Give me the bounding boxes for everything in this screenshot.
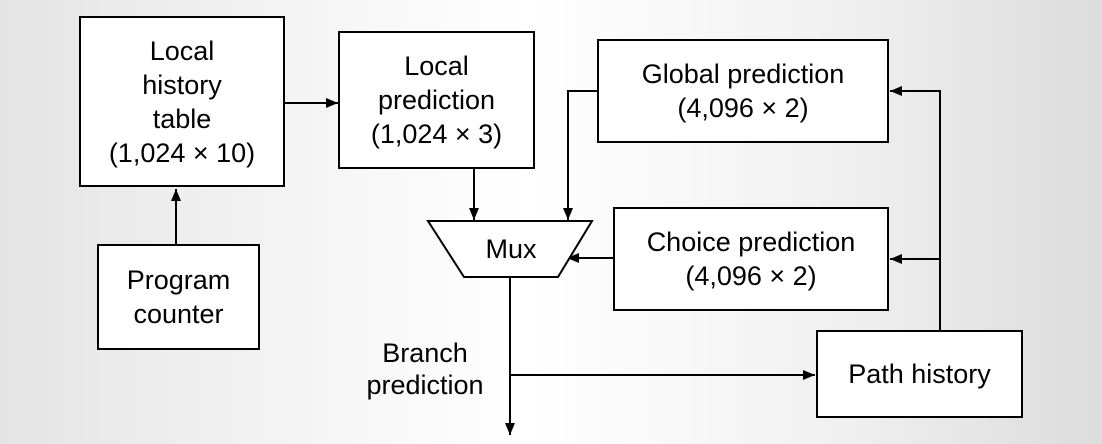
choice-prediction-box: Choice prediction (4,096 × 2) <box>613 207 889 311</box>
global-prediction-box: Global prediction (4,096 × 2) <box>597 39 889 143</box>
branch-prediction-label: Branch prediction <box>366 338 484 400</box>
arrow-global-prediction-to-mux <box>563 90 598 220</box>
local-prediction-label: Local prediction (1,024 × 3) <box>370 51 503 149</box>
mux-label: Mux <box>485 234 537 264</box>
global-prediction-label: Global prediction (4,096 × 2) <box>641 59 845 123</box>
program-counter-label: Program counter <box>126 265 231 329</box>
path-history-label: Path history <box>848 359 991 389</box>
local-prediction-box: Local prediction (1,024 × 3) <box>338 31 535 169</box>
mux-shape <box>426 220 594 278</box>
path-history-box: Path history <box>816 330 1023 418</box>
program-counter-box: Program counter <box>97 244 260 350</box>
local-history-table-box: Local history table (1,024 × 10) <box>79 16 285 187</box>
choice-prediction-label: Choice prediction (4,096 × 2) <box>646 227 856 291</box>
local-history-table-label: Local history table (1,024 × 10) <box>108 35 256 168</box>
